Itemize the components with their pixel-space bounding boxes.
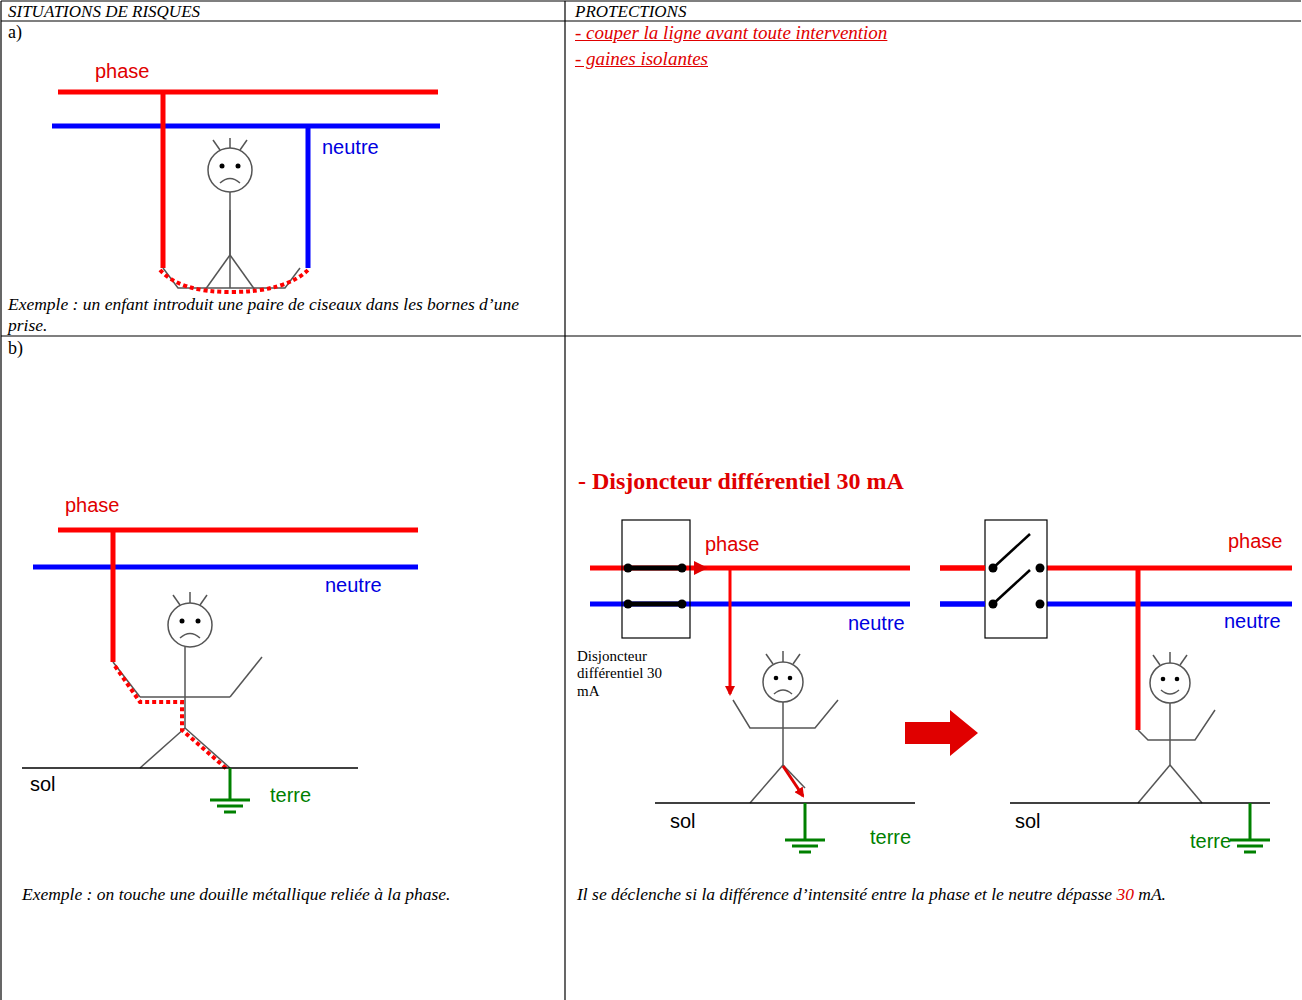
explanation-part: Il se déclenche si la différence d’inten… [577,884,1112,904]
wire-label: phase [95,60,150,83]
example-text: Exemple : un enfant introduit une paire … [8,294,553,336]
protection-breaker-closed [590,520,915,852]
wire-label: phase [65,494,120,517]
protection-item: - gaines isolantes [575,48,708,70]
situation-b [22,530,418,812]
section-letter: b) [8,338,23,359]
wire-label: neutre [325,574,382,597]
ground-label: sol [670,810,696,833]
column-header: SITUATIONS DE RISQUES [8,2,200,22]
wire-label: phase [1228,530,1283,553]
wire-label: neutre [322,136,379,159]
protection-item: - couper la ligne avant toute interventi… [575,22,887,44]
wire-label: phase [705,533,760,556]
situation-a [52,92,440,292]
transition-arrow [905,710,978,756]
threshold-value: 30 [1116,884,1134,904]
explanation-text: Il se déclenche si la différence d’inten… [577,884,1292,905]
protection-title: - Disjoncteur différentiel 30 mA [578,468,904,495]
column-header: PROTECTIONS [575,2,686,22]
earth-label: terre [270,784,311,807]
protection-breaker-open [940,520,1292,852]
ground-label: sol [30,773,56,796]
explanation-part: mA. [1138,884,1166,904]
breaker-label: Disjoncteur différentiel 30 mA [577,648,665,700]
ground-label: sol [1015,810,1041,833]
section-letter: a) [8,22,22,43]
wire-label: neutre [1224,610,1281,633]
earth-label: terre [1190,830,1231,853]
example-text: Exemple : on touche une douille métalliq… [22,884,542,905]
earth-label: terre [870,826,911,849]
wire-label: neutre [848,612,905,635]
